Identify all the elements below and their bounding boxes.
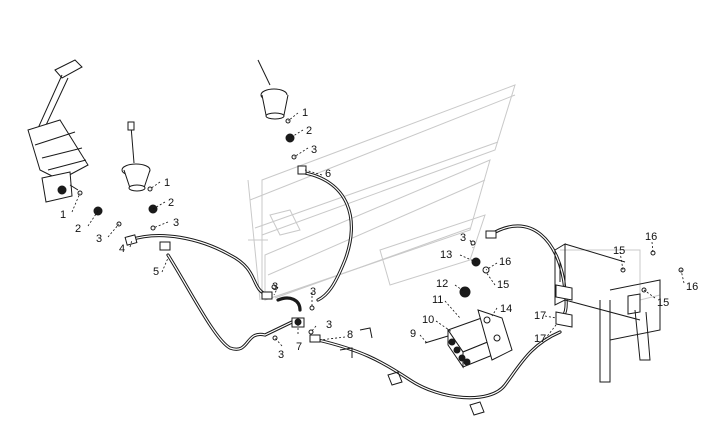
callout-3: 3 — [96, 233, 102, 245]
callout-7: 7 — [296, 341, 302, 353]
callout-5: 5 — [153, 266, 159, 278]
callout-12: 12 — [436, 278, 448, 290]
tee-fittings — [124, 165, 497, 343]
callout-1: 1 — [164, 177, 170, 189]
callout-14: 14 — [500, 303, 512, 315]
callout-16: 16 — [645, 231, 657, 243]
leader-lines — [71, 112, 685, 347]
mounting-frame — [554, 243, 661, 383]
callout-2: 2 — [75, 223, 81, 235]
callout-13: 13 — [440, 249, 452, 261]
callout-2: 2 — [306, 125, 312, 137]
callout-6: 6 — [325, 168, 331, 180]
callout-11: 11 — [432, 294, 443, 306]
hose-clips — [339, 327, 485, 416]
control-lever-assembly-top — [257, 59, 289, 120]
callout-9: 9 — [410, 328, 416, 340]
callout-1: 1 — [302, 107, 308, 119]
callout-1: 1 — [60, 209, 66, 221]
callout-16: 16 — [499, 256, 511, 268]
callout-15: 15 — [613, 245, 625, 257]
callout-10: 10 — [422, 314, 434, 326]
valve-block — [424, 309, 513, 369]
callout-3: 3 — [326, 319, 332, 331]
callout-3: 3 — [272, 281, 278, 293]
callout-3: 3 — [460, 232, 466, 244]
callout-3: 3 — [310, 286, 316, 298]
callout-17: 17 — [534, 333, 546, 345]
callout-16: 16 — [686, 281, 698, 293]
background-machine-outline — [247, 84, 516, 301]
callout-2: 2 — [168, 197, 174, 209]
callout-4: 4 — [119, 243, 125, 255]
callout-3: 3 — [278, 349, 284, 361]
callout-8: 8 — [347, 329, 353, 341]
pedal-lever-assembly — [27, 59, 89, 203]
callout-3: 3 — [311, 144, 317, 156]
callout-15: 15 — [657, 297, 669, 309]
callout-labels: 1 2 3 4 5 1 2 3 1 2 3 6 3 3 3 3 7 8 9 10… — [60, 107, 698, 361]
callout-17: 17 — [534, 310, 546, 322]
callout-3: 3 — [173, 217, 179, 229]
control-lever-assembly-left — [121, 121, 151, 192]
fittings — [77, 118, 684, 341]
callout-15: 15 — [497, 279, 509, 291]
